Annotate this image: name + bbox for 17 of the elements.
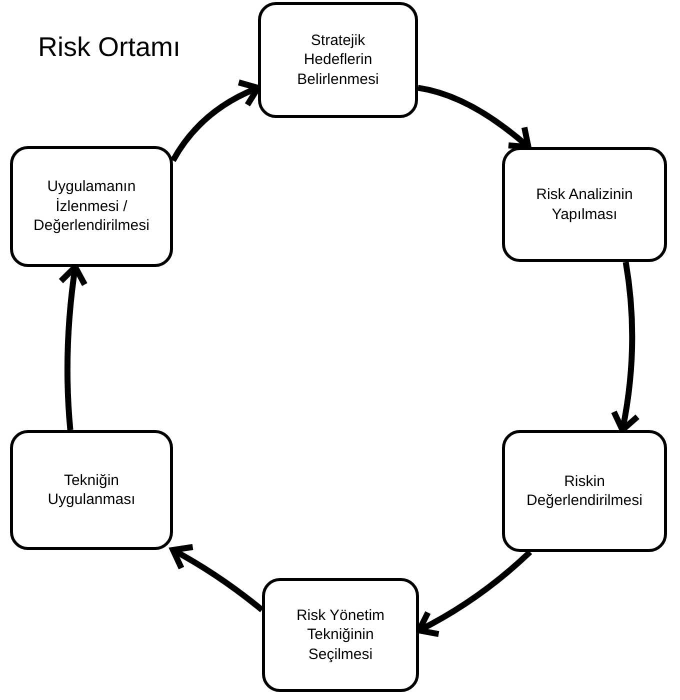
diagram-title: Risk Ortamı: [38, 32, 181, 63]
box-label: Tekniğin Uygulanması: [46, 470, 136, 510]
curved-arrow: [170, 544, 264, 612]
process-box: [502, 147, 667, 262]
curved-arrow: [58, 264, 88, 430]
box-label: Stratejik Hedeflerin Belirlenmesi: [296, 30, 380, 90]
box-label: Riskin Değerlendirilmesi: [526, 472, 644, 510]
box-label: Risk Analizinin Yapılması: [535, 185, 634, 224]
curved-arrow: [417, 84, 532, 150]
process-box: [502, 430, 667, 552]
box-label: Risk Yönetim Tekniğinin Seçilmesi: [295, 606, 386, 664]
process-box: [262, 578, 419, 692]
process-box: [10, 146, 173, 267]
process-box: [258, 2, 418, 118]
curved-arrow: [610, 262, 640, 433]
box-label: Uygulamanın İzlenmesi / Değerlendirilmesi: [32, 177, 150, 236]
process-box: [10, 430, 173, 550]
